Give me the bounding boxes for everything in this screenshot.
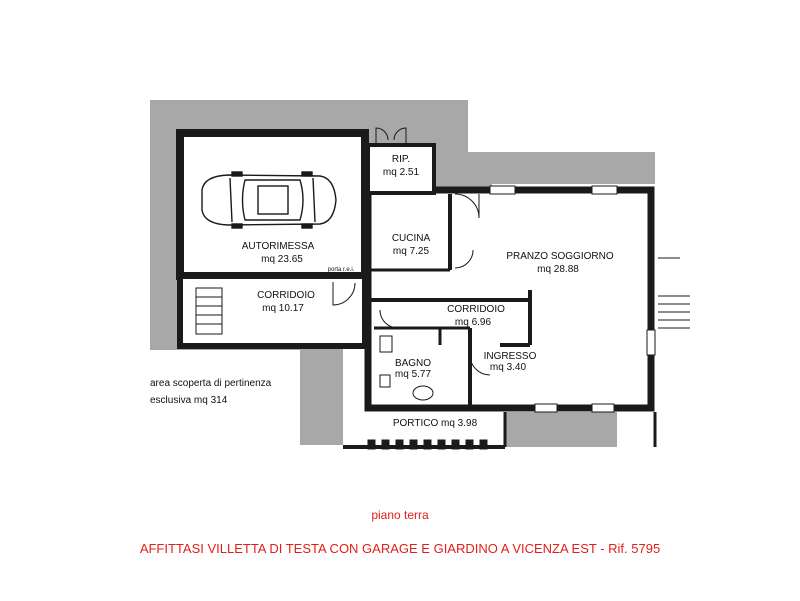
bathroom-fixtures	[379, 335, 434, 401]
room-name-corridoio-garage: CORRIDOIO	[257, 290, 315, 301]
floor-label: piano terra	[371, 508, 429, 522]
house-walls	[364, 185, 656, 413]
room-area-cucina: mq 7.25	[393, 246, 430, 257]
listing-title: AFFITTASI VILLETTA DI TESTA CON GARAGE E…	[139, 541, 661, 556]
car-icon	[201, 171, 337, 229]
portico	[343, 412, 507, 450]
room-area-rip: mq 2.51	[383, 167, 420, 178]
room-name-cucina: CUCINA	[392, 233, 431, 244]
outdoor-area-line1: area scoperta di pertinenza	[150, 378, 272, 389]
room-area-pranzo-soggiorno: mq 28.88	[537, 264, 579, 275]
portico-paving	[505, 412, 617, 447]
room-name-bagno: BAGNO	[395, 358, 431, 369]
room-area-autorimessa: mq 23.65	[261, 254, 303, 265]
door-note: porta r.e.i.	[328, 267, 355, 273]
room-name-corridoio-house: CORRIDOIO	[447, 304, 505, 315]
room-area-corridoio-house: mq 6.96	[455, 317, 492, 328]
room-name-pranzo-soggiorno: PRANZO SOGGIORNO	[506, 251, 613, 262]
washbasin-icon	[412, 385, 434, 401]
room-area-corridoio-garage: mq 10.17	[262, 303, 304, 314]
side-fence	[653, 257, 690, 447]
toilet-icon	[379, 335, 393, 353]
bidet-icon	[379, 374, 391, 388]
room-area-ingresso: mq 3.40	[490, 362, 527, 373]
room-name-autorimessa: AUTORIMESSA	[242, 241, 315, 252]
room-name-ingresso: INGRESSO	[484, 351, 537, 362]
stair-corridor	[177, 273, 368, 349]
room-area-bagno: mq 5.77	[395, 369, 432, 380]
outdoor-area-line2: esclusiva mq 314	[150, 395, 228, 406]
room-label-portico: PORTICO mq 3.98	[393, 418, 478, 429]
storage-room	[366, 127, 436, 195]
room-name-rip: RIP.	[392, 154, 410, 165]
